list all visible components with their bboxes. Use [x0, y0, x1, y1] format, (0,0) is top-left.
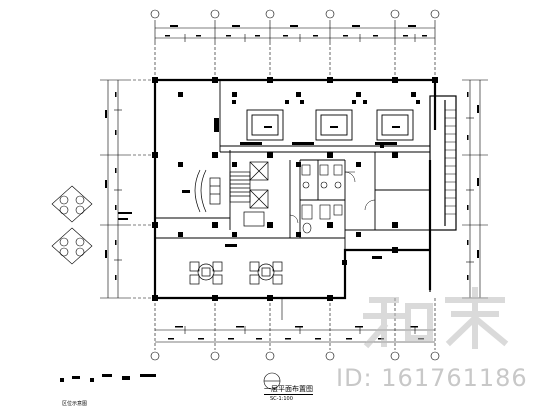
wall-fixtures	[214, 100, 420, 148]
annotation-marks	[118, 126, 400, 259]
drawing-title: 一层平面布置图	[264, 385, 313, 395]
section-marker	[263, 298, 283, 390]
key-plan-diagrams	[51, 185, 93, 265]
top-dimension-lines	[154, 20, 436, 80]
right-dimension-lines	[462, 79, 488, 299]
display-cases	[246, 109, 414, 141]
door-swings	[289, 171, 376, 224]
bottom-axis-bubbles	[150, 351, 440, 361]
left-dimension-ticks	[105, 92, 117, 280]
top-dimension-ticks	[165, 25, 427, 37]
watermark-id: ID: 161761186	[336, 364, 528, 392]
key-plan-label: 区位示意图	[62, 401, 88, 407]
drawing-scale: SC-1:100	[270, 396, 293, 402]
left-dimension-lines	[100, 79, 155, 299]
stair-core	[229, 161, 269, 227]
top-axis-bubbles	[150, 9, 440, 19]
interior-partitions	[155, 80, 430, 298]
watermark-logo	[363, 287, 509, 349]
lounge-seating-right	[249, 261, 283, 285]
right-stair-treads	[445, 109, 456, 215]
legend-fragments	[60, 374, 156, 382]
restroom-fixtures	[301, 164, 343, 234]
structural-columns	[152, 77, 438, 301]
reception-desk	[194, 169, 221, 213]
bottom-dimension-lines	[154, 298, 436, 350]
right-dimension-ticks	[467, 92, 479, 280]
lounge-seating-left	[189, 261, 223, 285]
exterior-walls	[153, 78, 437, 300]
right-wing-walls	[429, 95, 457, 292]
